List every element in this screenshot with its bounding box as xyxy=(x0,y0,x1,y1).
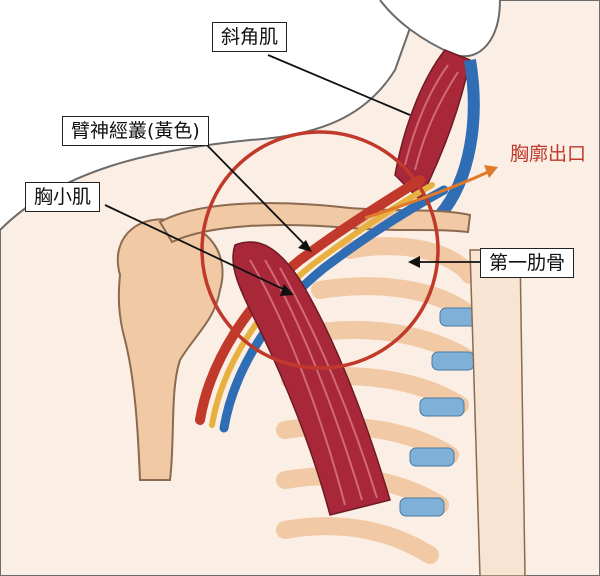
thoracic-outlet-arrow xyxy=(364,165,498,220)
label-thoracic-outlet: 胸廓出口 xyxy=(510,143,587,165)
pectoralis-minor-muscle xyxy=(232,241,391,516)
label-first-rib: 第一肋骨 xyxy=(480,248,575,278)
clavicle xyxy=(158,202,472,244)
label-pectoralis-minor: 胸小肌 xyxy=(25,182,101,212)
label-brachial-plexus: 臂神經叢(黃色) xyxy=(62,116,209,146)
label-scalene: 斜角肌 xyxy=(212,22,288,52)
neck-vein xyxy=(435,59,480,219)
costal-cartilage xyxy=(399,307,481,517)
leader-lines xyxy=(104,54,520,296)
sternum xyxy=(469,249,526,576)
